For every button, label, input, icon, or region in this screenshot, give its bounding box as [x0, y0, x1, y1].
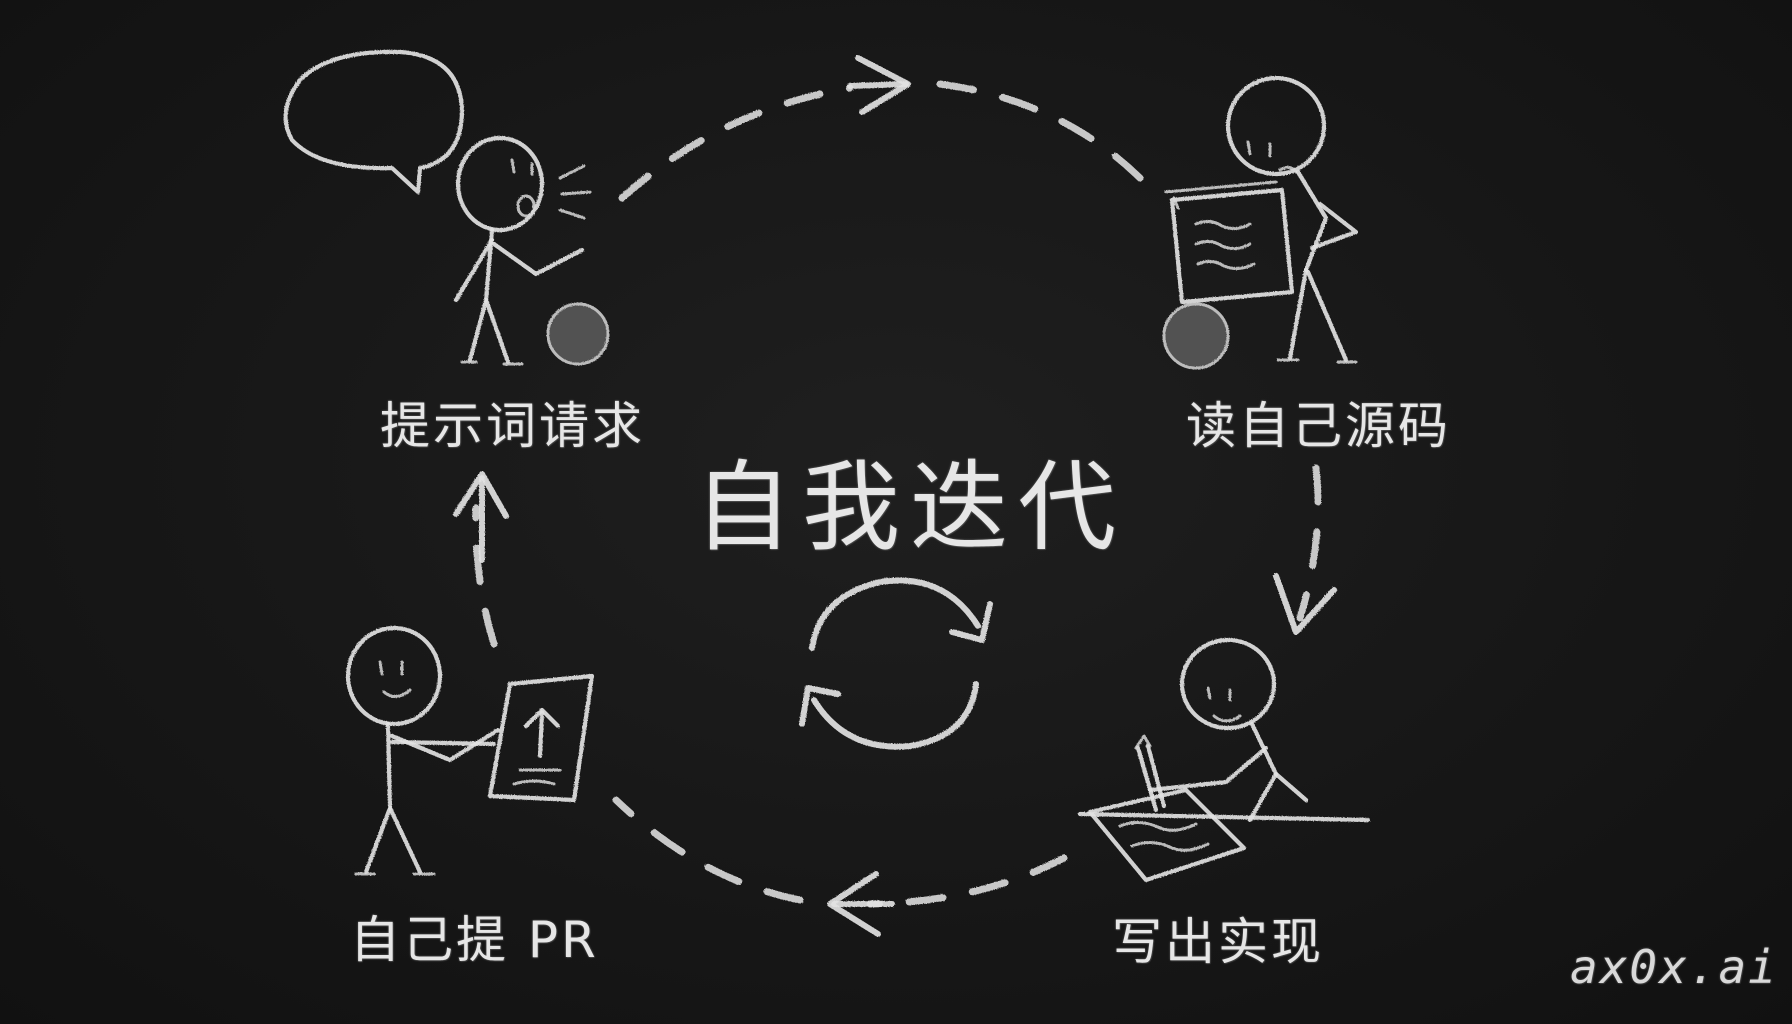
writing-paper-icon [1087, 787, 1247, 883]
figure-writing [1077, 637, 1371, 883]
pull-request-document-icon [487, 673, 595, 803]
step-label-submit-pr: 自己提 PR [350, 911, 599, 969]
diagram-center-title: 自我迭代 [694, 451, 1127, 565]
arrow-step4-to-step1 [453, 471, 509, 648]
step-label-prompt-request: 提示词请求 [380, 397, 645, 455]
step-label-read-own-source: 读自己源码 [1186, 397, 1451, 455]
pen-icon [1134, 734, 1167, 813]
figure-reading [1162, 75, 1359, 370]
figure-submitting [345, 625, 595, 876]
arrow-step3-to-step4 [612, 796, 1068, 937]
document-stack-icon [1164, 180, 1295, 305]
speech-bubble-icon [283, 49, 465, 195]
refresh-cycle-icon [799, 577, 993, 750]
arrow-step2-to-step3 [1273, 464, 1337, 635]
arrow-step1-to-step2 [618, 55, 1144, 202]
figure-speaking [283, 49, 610, 366]
brand-watermark: ax0x.ai [1570, 940, 1778, 994]
step-label-write-implementation: 写出实现 [1112, 913, 1324, 971]
